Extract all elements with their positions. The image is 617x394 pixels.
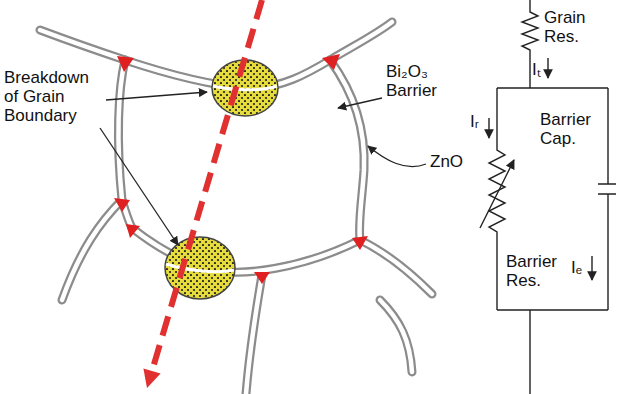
callout-label: Bi₂O₃ Barrier: [386, 62, 466, 100]
current-arrow: [591, 256, 592, 280]
barrier-capacitor: [598, 88, 616, 310]
circuit-wire: [497, 88, 608, 394]
current-label: Iᵣ: [470, 112, 490, 131]
component-label: Barrier Res.: [506, 252, 568, 290]
triple-points: [114, 54, 368, 284]
grain-boundaries: [40, 22, 432, 394]
current-path-arrow: [143, 0, 262, 388]
current-label: Iₜ: [532, 60, 552, 79]
leader-lines: [100, 92, 426, 245]
current-label: Iₑ: [571, 258, 591, 277]
variable-arrow: [480, 160, 514, 228]
barrier-resistor: [489, 88, 505, 310]
current-arrow: [488, 118, 489, 138]
callout-label: ZnO: [430, 152, 480, 171]
current-arrow: [547, 58, 548, 78]
component-label: Barrier Cap.: [540, 110, 602, 148]
component-label: Grain Res.: [544, 8, 612, 46]
equivalent-circuit: [480, 0, 616, 394]
callout-label: Breakdown of Grain Boundary: [4, 68, 104, 125]
